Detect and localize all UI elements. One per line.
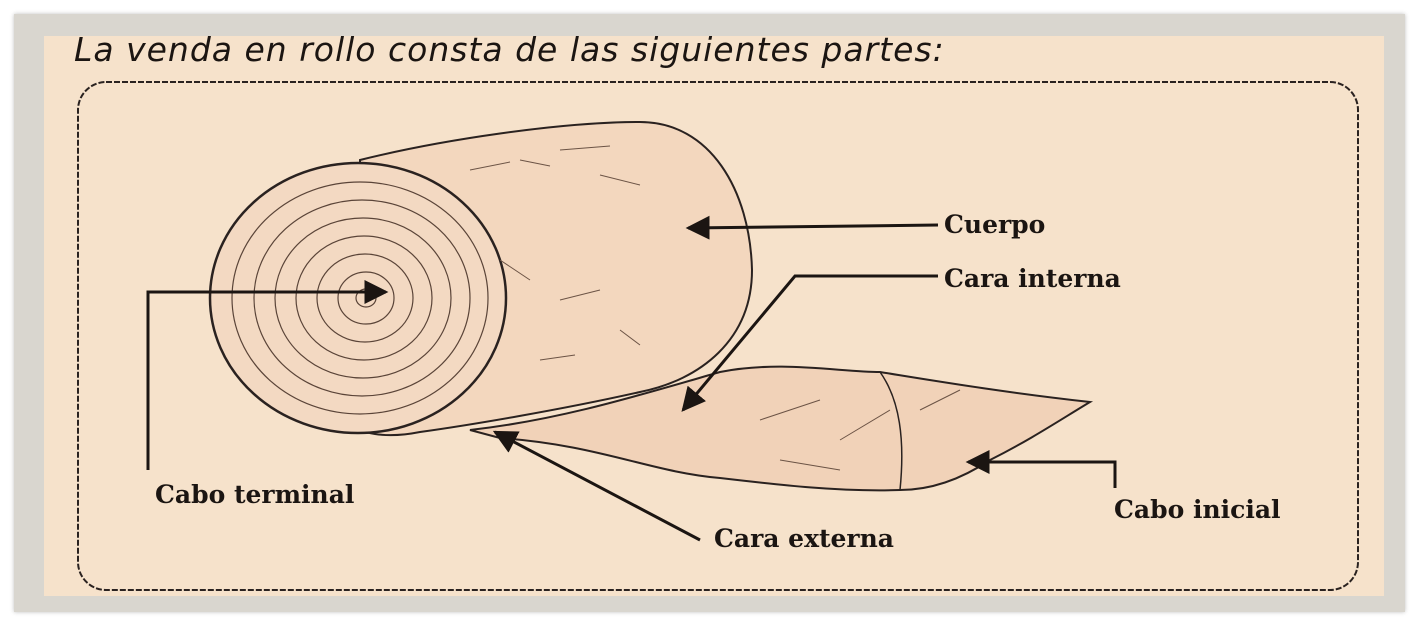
cabo-inicial-leader (968, 462, 1115, 488)
label-cabo-inicial: Cabo inicial (1114, 495, 1281, 524)
label-cabo-terminal: Cabo terminal (155, 480, 354, 509)
label-cuerpo: Cuerpo (944, 210, 1045, 239)
label-cara-externa: Cara externa (714, 524, 894, 553)
label-cara-interna: Cara interna (944, 264, 1121, 293)
